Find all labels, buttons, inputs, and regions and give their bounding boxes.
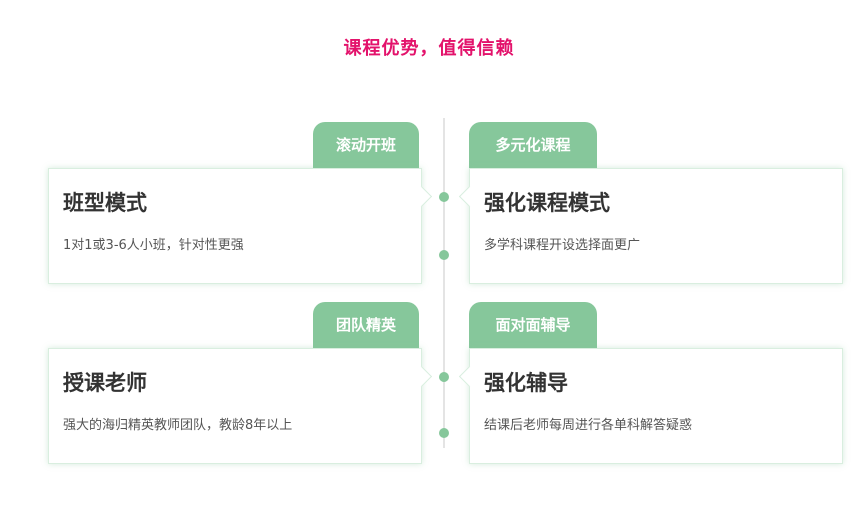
timeline-dot [439, 250, 449, 260]
card-pointer [458, 185, 481, 208]
card-pointer [410, 365, 433, 388]
feature-description: 结课后老师每周进行各单科解答疑惑 [484, 418, 693, 433]
feature-description: 1对1或3-6人小班，针对性更强 [63, 238, 244, 253]
feature-card: 强化课程模式 多学科课程开设选择面更广 [458, 168, 843, 284]
timeline-dot [439, 192, 449, 202]
timeline-dot [439, 372, 449, 382]
timeline-axis [443, 118, 445, 448]
feature-card: 班型模式 1对1或3-6人小班，针对性更强 [48, 168, 433, 284]
section-title: 课程优势，值得信赖 [343, 38, 515, 59]
feature-card: 授课老师 强大的海归精英教师团队，教龄8年以上 [48, 348, 433, 464]
feature-tag: 面对面辅导 [469, 302, 597, 348]
card-pointer [458, 365, 481, 388]
feature-description: 多学科课程开设选择面更广 [484, 238, 641, 253]
feature-tag: 团队精英 [313, 302, 419, 348]
feature-heading: 强化课程模式 [484, 191, 610, 215]
feature-description: 强大的海归精英教师团队，教龄8年以上 [63, 418, 293, 433]
card-pointer [410, 185, 433, 208]
feature-heading: 强化辅导 [484, 371, 568, 395]
feature-heading: 班型模式 [63, 191, 147, 215]
timeline-dot [439, 428, 449, 438]
feature-card: 强化辅导 结课后老师每周进行各单科解答疑惑 [458, 348, 843, 464]
feature-tag: 滚动开班 [313, 122, 419, 168]
feature-heading: 授课老师 [63, 371, 147, 395]
feature-tag: 多元化课程 [469, 122, 597, 168]
